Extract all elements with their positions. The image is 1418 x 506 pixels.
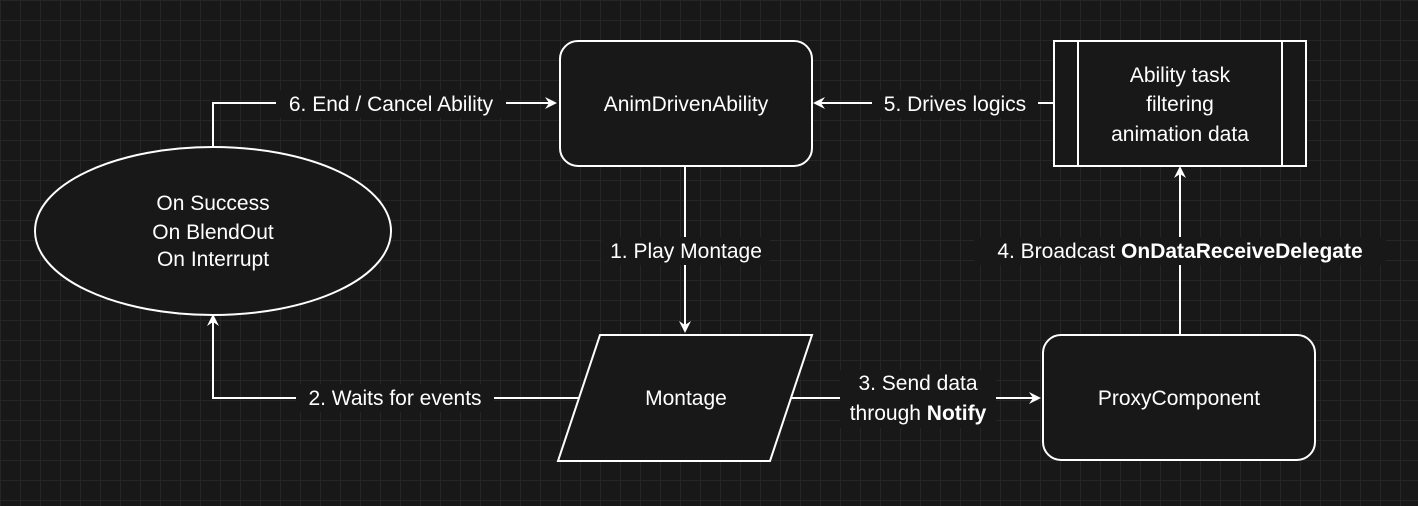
node-anim-driven-ability[interactable]: AnimDrivenAbility [559, 40, 813, 167]
edge-label-bg [296, 384, 494, 412]
node-montage[interactable]: Montage [556, 334, 814, 462]
node-ability-events[interactable]: On Success On BlendOut On Interrupt [34, 146, 392, 316]
edge-label-drives-logics: 5. Drives logics [884, 93, 1026, 116]
broadcast-delegate: OnDataReceiveDelegate [1121, 240, 1363, 263]
node-label-line: On BlendOut [152, 221, 274, 244]
node-label-line: Ability task [1130, 64, 1231, 87]
node-proxy-component[interactable]: ProxyComponent [1042, 334, 1316, 461]
send-data-notify: Notify [927, 402, 987, 425]
edge-label-bg [872, 90, 1038, 118]
node-ability-task[interactable]: Ability task filtering animation data [1053, 40, 1307, 167]
node-label-line: animation data [1111, 123, 1249, 146]
edge-label-bg [602, 237, 770, 265]
edge-label-waits-for-events: 2. Waits for events [308, 387, 481, 410]
send-data-prefix: through [850, 402, 927, 425]
edge-label-bg [974, 237, 1386, 265]
edge-label-bg [276, 90, 506, 118]
broadcast-prefix: 4. Broadcast [997, 240, 1121, 263]
edge-label-bg [840, 370, 996, 428]
node-label-line: On Success [156, 192, 269, 215]
node-label-line: filtering [1146, 93, 1214, 116]
edge-label-play-montage: 1. Play Montage [610, 240, 762, 263]
edge-label-send-data-line1: 3. Send data [858, 372, 977, 395]
edge-label-end-cancel: 6. End / Cancel Ability [289, 93, 494, 116]
node-label: AnimDrivenAbility [604, 93, 769, 116]
node-label-line: On Interrupt [157, 248, 269, 271]
node-label: Montage [645, 387, 727, 410]
node-label: ProxyComponent [1098, 387, 1260, 410]
edge-label-broadcast: 4. Broadcast OnDataReceiveDelegate [997, 240, 1362, 263]
edge-label-send-data-line2: through Notify [850, 402, 987, 425]
